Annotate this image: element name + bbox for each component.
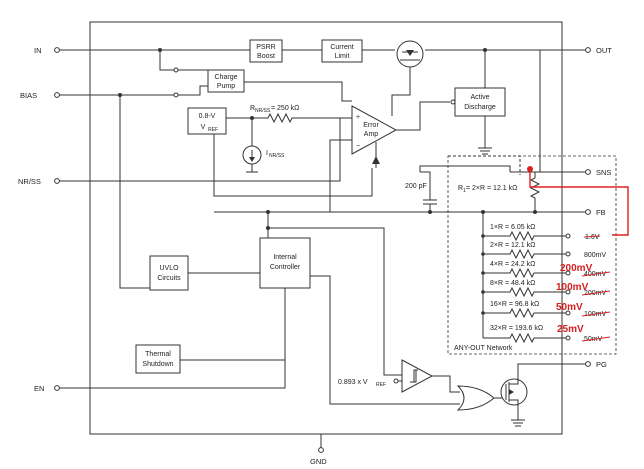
svg-text:NR/SS: NR/SS <box>255 108 271 114</box>
r1-resistor: R 1 = 2×R = 12.1 kΩ <box>458 172 541 212</box>
red-annotation-wire <box>527 166 629 236</box>
svg-text:V: V <box>201 124 206 131</box>
pin-out-label: OUT <box>596 46 612 55</box>
ladder-resistor-label: 2×R = 12.1 kΩ <box>490 242 535 249</box>
any-out-network-box <box>447 155 617 355</box>
svg-text:= 2×R = 12.1 kΩ: = 2×R = 12.1 kΩ <box>466 185 517 192</box>
svg-text:200 pF: 200 pF <box>405 183 427 190</box>
svg-text:PSRR: PSRR <box>256 44 275 51</box>
thermal-shutdown-block: Thermal Shutdown <box>135 344 181 374</box>
svg-text:Error: Error <box>363 122 379 129</box>
pin-fb: FB <box>562 208 606 217</box>
ladder-row: 2×R = 12.1 kΩ 800mV <box>483 242 607 260</box>
pin-pg: PG <box>562 360 607 369</box>
rnr-ss-resistor: R NR/SS = 250 kΩ <box>250 105 352 124</box>
svg-text:R: R <box>458 185 463 192</box>
ladder-resistor-label: 1×R = 6.05 kΩ <box>490 224 535 231</box>
ladder-row: 16×R = 96.8 kΩ 100mV 50mV <box>483 301 611 319</box>
svg-text:Current: Current <box>330 44 353 51</box>
ladder-resistor-label: 8×R = 48.4 kΩ <box>490 280 535 287</box>
svg-text:+: + <box>356 114 360 121</box>
pin-en: EN <box>34 384 90 393</box>
psrr-boost-block: PSRR Boost <box>249 39 283 63</box>
internal-controller-block: Internal Controller <box>259 237 311 289</box>
svg-text:Pump: Pump <box>217 83 235 90</box>
pin-en-label: EN <box>34 384 44 393</box>
or-gate <box>456 385 495 411</box>
pin-nr-ss-label: NR/SS <box>18 177 41 186</box>
active-discharge-block: Active Discharge <box>454 87 506 117</box>
svg-text:Charge: Charge <box>215 74 238 81</box>
pin-nr-ss: NR/SS <box>18 177 90 186</box>
svg-text:REF: REF <box>376 382 386 388</box>
svg-text:0.8-V: 0.8-V <box>199 113 216 120</box>
charge-pump-block: Charge Pump <box>207 69 245 93</box>
ladder-resistor-label: 4×R = 24.2 kΩ <box>490 261 535 268</box>
svg-text:Shutdown: Shutdown <box>142 361 173 368</box>
pass-fet-icon <box>396 40 424 78</box>
current-limit-block: Current Limit <box>321 39 363 63</box>
pg-comparator <box>401 359 434 393</box>
svg-text:Thermal: Thermal <box>145 351 171 358</box>
ladder-annotation: 50mV <box>556 302 583 313</box>
ladder-annotation: 25mV <box>557 324 584 335</box>
pg-fet-icon <box>500 378 528 406</box>
svg-text:Limit: Limit <box>335 53 350 60</box>
pin-sns-label: SNS <box>596 168 611 177</box>
svg-text:Amp: Amp <box>364 131 379 138</box>
ladder-resistor-label: 32×R = 193.6 kΩ <box>490 325 543 332</box>
svg-text:R: R <box>250 105 255 112</box>
ladder-voltage-label: 800mV <box>584 252 607 259</box>
any-out-ladder: 1×R = 6.05 kΩ 1.6V 2×R = 12.1 kΩ 800mV 4… <box>483 224 611 344</box>
pin-in-label: IN <box>34 46 42 55</box>
pg-threshold-label: 0.893 x V <box>338 379 368 386</box>
current-source-icon: I NR/SS <box>242 145 285 173</box>
pin-in: IN <box>34 46 90 55</box>
svg-text:UVLO: UVLO <box>159 265 179 272</box>
svg-text:Circuits: Circuits <box>157 275 181 282</box>
ic-outline <box>89 21 563 435</box>
ladder-row: 1×R = 6.05 kΩ 1.6V <box>483 224 601 242</box>
ladder-row: 8×R = 48.4 kΩ 200mV 100mV <box>483 280 611 298</box>
pin-bias-label: BIAS <box>20 91 37 100</box>
svg-text:−: − <box>356 143 360 150</box>
ladder-annotation: 200mV <box>560 263 593 274</box>
svg-text:Internal: Internal <box>273 254 297 261</box>
uvlo-block: UVLO Circuits <box>149 255 189 291</box>
pin-gnd: GND <box>310 434 327 466</box>
any-out-network-label: ANY-OUT Network <box>454 345 513 352</box>
ladder-row: 32×R = 193.6 kΩ 50mV 25mV <box>483 324 611 344</box>
vref-block: 0.8-V V REF <box>187 107 227 135</box>
ladder-row: 4×R = 24.2 kΩ 400mV 200mV <box>483 261 611 279</box>
svg-text:REF: REF <box>208 127 218 133</box>
ladder-voltage-label: 1.6V <box>585 234 600 241</box>
svg-text:= 250 kΩ: = 250 kΩ <box>271 105 299 112</box>
pin-gnd-label: GND <box>310 457 327 466</box>
svg-text:Discharge: Discharge <box>464 104 496 111</box>
pin-sns: SNS <box>562 168 611 177</box>
svg-text:Controller: Controller <box>270 264 301 271</box>
pin-bias: BIAS <box>20 91 90 100</box>
pin-fb-label: FB <box>596 208 606 217</box>
svg-text:I: I <box>266 150 268 157</box>
ladder-resistor-label: 16×R = 96.8 kΩ <box>490 301 539 308</box>
pin-pg-label: PG <box>596 360 607 369</box>
svg-text:NR/SS: NR/SS <box>269 153 285 159</box>
svg-text:Boost: Boost <box>257 53 275 60</box>
capacitor-200pf: 200 pF <box>405 171 437 212</box>
pin-out: OUT <box>562 46 612 55</box>
svg-text:1: 1 <box>463 188 466 194</box>
error-amp: + − Error Amp <box>351 105 398 155</box>
svg-text:Active: Active <box>470 94 489 101</box>
ladder-annotation: 100mV <box>556 282 589 293</box>
